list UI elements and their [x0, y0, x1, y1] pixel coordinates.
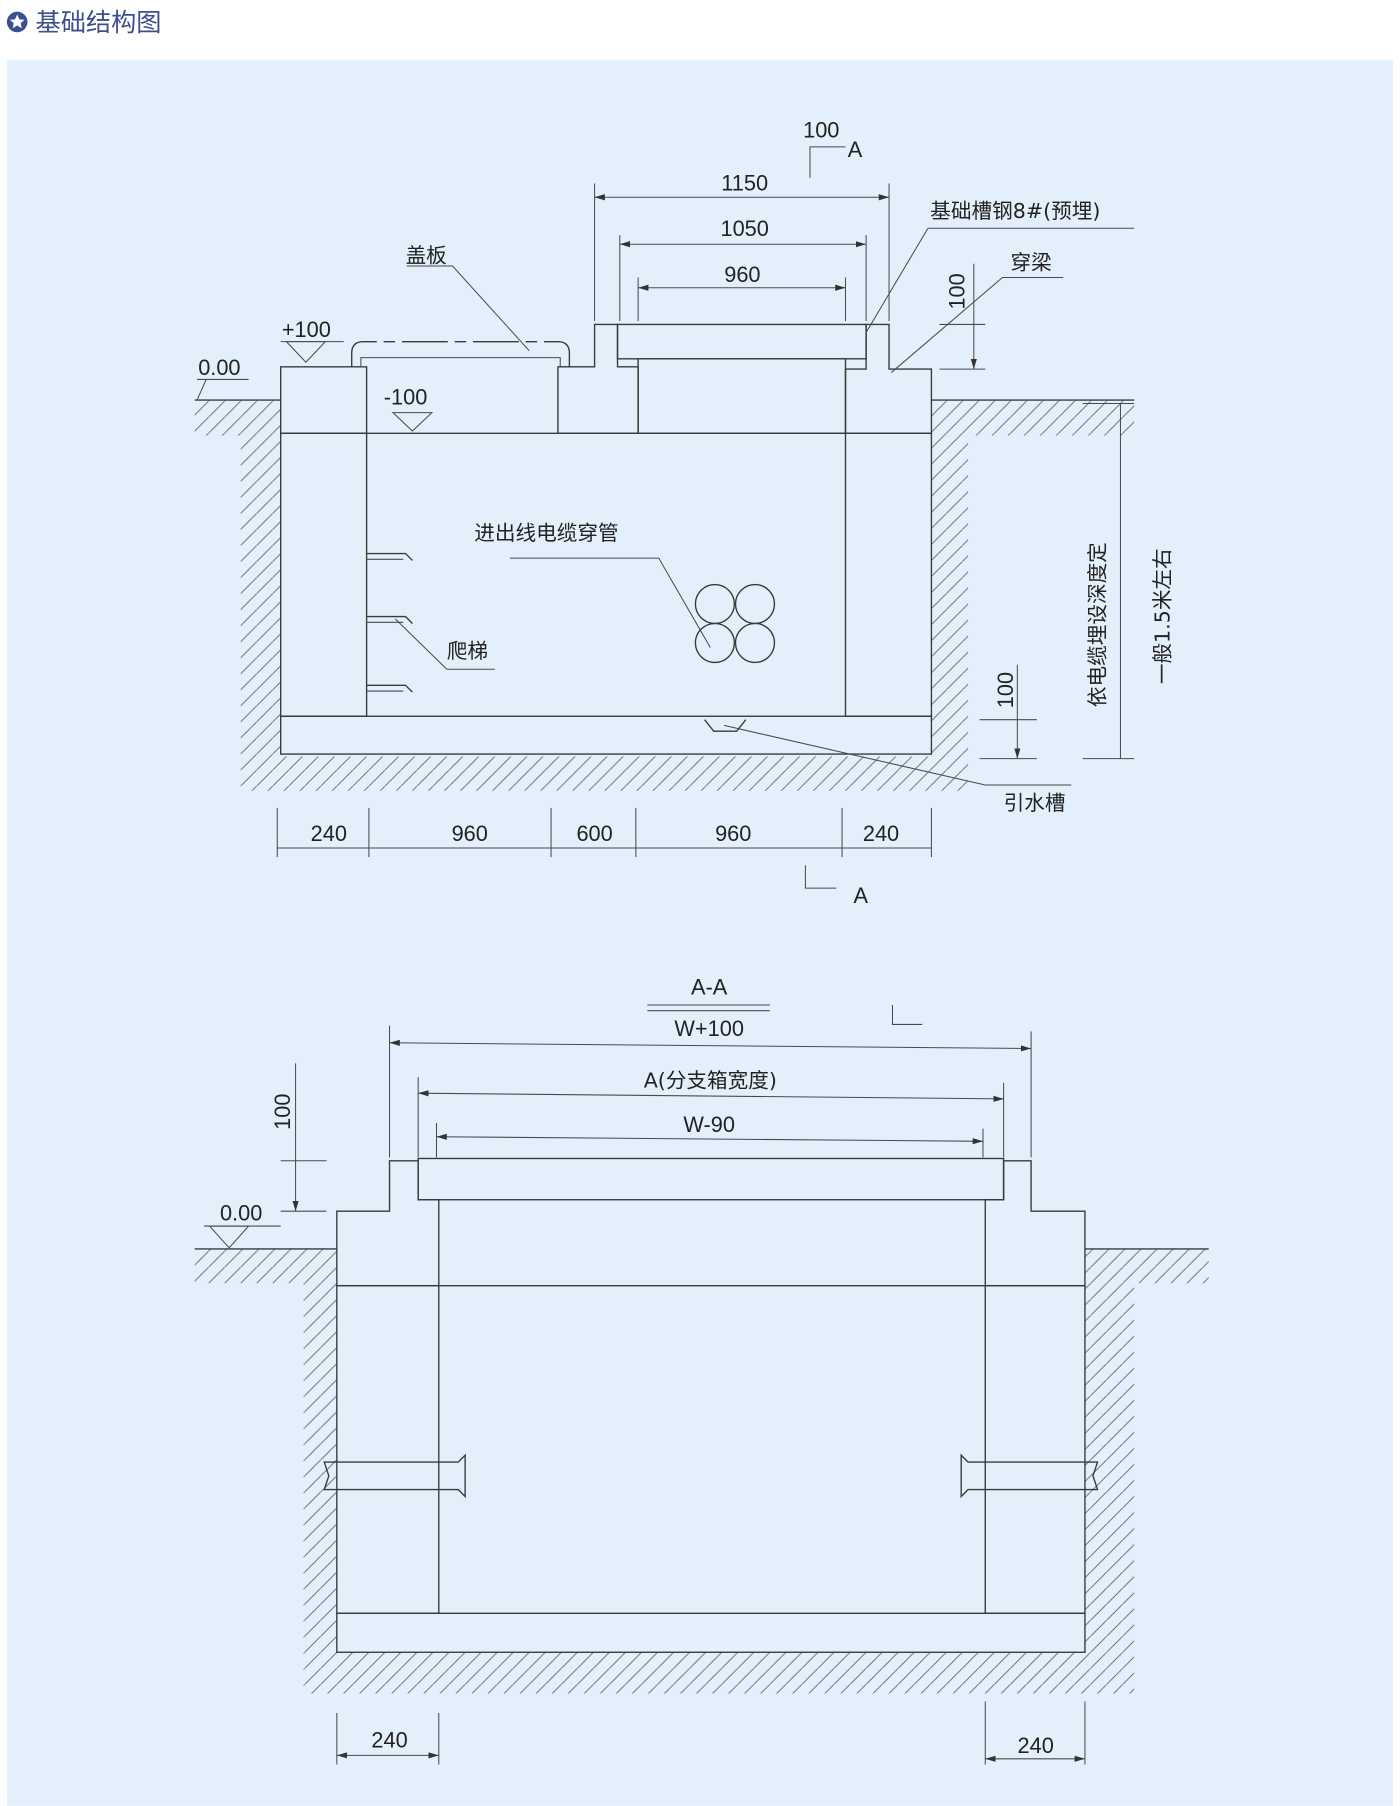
section-mark-value: 100	[803, 118, 839, 143]
header: 基础结构图	[6, 8, 162, 37]
level-zero: 0.00	[198, 355, 240, 380]
plan-view: +100 0.00 -100 1150 1050 960 100 A 盖板 基础…	[194, 118, 1175, 908]
ladder	[366, 552, 413, 693]
label-beam: 穿梁	[1010, 250, 1051, 274]
cable-pipes	[694, 583, 776, 664]
dim-section-240-right: 240	[1018, 1733, 1054, 1758]
cover-plate	[417, 1157, 1005, 1201]
label-ladder: 爬梯	[447, 639, 488, 663]
dim-bottom-240-left: 240	[311, 821, 347, 846]
level-minus100: -100	[384, 385, 428, 410]
section-mark-top: A	[848, 137, 863, 162]
dim-100-section: 100	[270, 1094, 295, 1130]
dim-bottom-960-right: 960	[715, 821, 751, 846]
dim-bottom-600: 600	[576, 821, 612, 846]
dim-bottom-960-left: 960	[452, 821, 488, 846]
dim-bottom-240-right: 240	[863, 821, 899, 846]
left-wall-pipe	[323, 1453, 466, 1499]
level-zero-section: 0.00	[220, 1200, 262, 1225]
dim-1050: 1050	[720, 216, 768, 241]
dim-100-right-bottom: 100	[993, 672, 1018, 708]
label-drain: 引水槽	[1004, 791, 1066, 815]
depth-note: 一般1.5米左右	[1151, 548, 1175, 684]
label-channel-steel: 基础槽钢8#(预埋)	[930, 199, 1100, 223]
dim-a-box-width: A(分支箱宽度)	[644, 1068, 777, 1092]
section-view: A-A W+100 A(分支箱宽度) W-90 100 0.00 240 240	[194, 975, 1209, 1765]
dim-w-plus-100: W+100	[674, 1016, 744, 1041]
dim-1150: 1150	[721, 170, 768, 195]
dim-w-minus-90: W-90	[683, 1112, 735, 1137]
depth-label: 依电缆埋设深度定	[1085, 542, 1109, 707]
right-concrete-cap	[844, 323, 933, 434]
label-cover: 盖板	[406, 244, 447, 268]
section-title-aa: A-A	[691, 975, 728, 1000]
section-title: 基础结构图	[36, 8, 162, 37]
base-slab	[279, 715, 933, 755]
dim-section-240-left: 240	[371, 1727, 407, 1752]
right-wall-pipe	[960, 1453, 1099, 1499]
section-mark-bottom: A	[854, 883, 869, 908]
dim-100-right-top: 100	[945, 273, 970, 309]
level-plus100: +100	[282, 317, 331, 342]
base-slab	[336, 1612, 1086, 1653]
dim-960-top: 960	[724, 262, 760, 287]
label-cable-pipe: 进出线电缆穿管	[474, 521, 618, 545]
